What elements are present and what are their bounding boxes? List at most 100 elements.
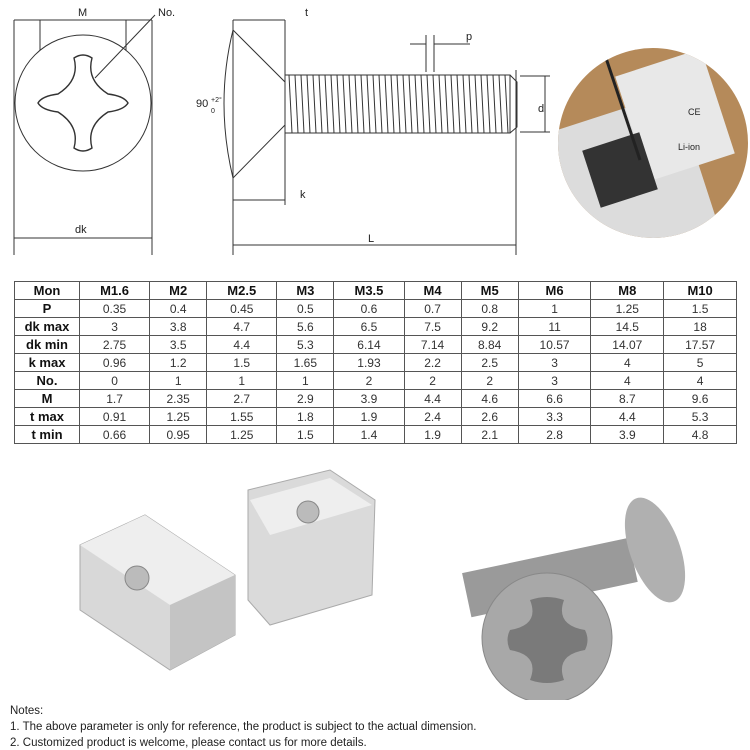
countersunk-screws-photo xyxy=(462,497,686,700)
table-cell: 4.7 xyxy=(206,317,278,336)
row-label: t min xyxy=(14,425,80,444)
table-cell: 5.3 xyxy=(276,335,335,354)
table-cell: 2 xyxy=(403,371,462,390)
table-cell: 4.4 xyxy=(590,407,665,426)
table-cell: 3.9 xyxy=(590,425,665,444)
thread-line xyxy=(300,74,305,134)
label-angle-tol-lower: 0 xyxy=(211,108,215,115)
thread-line xyxy=(372,74,377,134)
thread-line xyxy=(498,74,503,134)
notes-title: Notes: xyxy=(10,705,44,717)
table-cell: 3.9 xyxy=(333,389,405,408)
column-header: M3.5 xyxy=(333,281,405,300)
thread-line xyxy=(504,74,509,134)
table-cell: 1.8 xyxy=(276,407,335,426)
table-cell: 1.55 xyxy=(206,407,278,426)
thread-line xyxy=(468,74,473,134)
column-header: M5 xyxy=(460,281,519,300)
table-cell: 1.9 xyxy=(333,407,405,426)
table-cell: 0.96 xyxy=(78,353,151,372)
table-cell: 1.25 xyxy=(149,407,208,426)
table-cell: 4 xyxy=(590,371,665,390)
table-cell: 1.5 xyxy=(206,353,278,372)
table-cell: 1.5 xyxy=(276,425,335,444)
aluminum-slider-photo-left xyxy=(79,514,236,671)
phone-repair-photo: CE Li-ion xyxy=(558,48,748,238)
table-cell: 8.84 xyxy=(460,335,519,354)
table-cell: 7.14 xyxy=(403,335,462,354)
table-cell: 2.5 xyxy=(460,353,519,372)
battery-label: Li-ion xyxy=(678,142,700,152)
screw-head-top-view xyxy=(13,14,156,255)
label-p: p xyxy=(466,31,472,43)
column-header: M8 xyxy=(590,281,665,300)
label-t: t xyxy=(305,7,308,19)
table-cell: 2 xyxy=(460,371,519,390)
thread-line xyxy=(294,74,299,134)
thread-line xyxy=(420,74,425,134)
note-line-1: 1. The above parameter is only for refer… xyxy=(10,721,477,733)
table-cell: 1.7 xyxy=(78,389,151,408)
ce-mark: CE xyxy=(688,107,701,117)
notes-section: Notes: 1. The above parameter is only fo… xyxy=(10,703,476,750)
thread-line xyxy=(324,74,329,134)
column-header: M1.6 xyxy=(78,281,151,300)
thread-line xyxy=(396,74,401,134)
table-cell: 0 xyxy=(78,371,151,390)
screw-side-view xyxy=(223,19,550,255)
table-cell: 0.35 xyxy=(78,299,151,318)
row-label: dk max xyxy=(14,317,80,336)
label-k: k xyxy=(300,189,306,201)
thread-line xyxy=(384,74,389,134)
table-cell: 11 xyxy=(517,317,592,336)
thread-line xyxy=(354,74,359,134)
row-label: t max xyxy=(14,407,80,426)
table-cell: 1.9 xyxy=(403,425,462,444)
thread-line xyxy=(336,74,341,134)
table-cell: 1.4 xyxy=(333,425,405,444)
table-cell: 2.35 xyxy=(149,389,208,408)
table-cell: 14.07 xyxy=(590,335,665,354)
table-cell: 2.75 xyxy=(78,335,151,354)
table-cell: 2.8 xyxy=(517,425,592,444)
table-cell: 0.91 xyxy=(78,407,151,426)
column-header: M2.5 xyxy=(206,281,278,300)
column-header: Mon xyxy=(14,281,80,300)
table-cell: 2.9 xyxy=(276,389,335,408)
row-label: No. xyxy=(14,371,80,390)
product-photos xyxy=(79,469,686,700)
table-cell: 9.2 xyxy=(460,317,519,336)
table-cell: 1.2 xyxy=(149,353,208,372)
table-cell: 9.6 xyxy=(663,389,737,408)
table-cell: 3.8 xyxy=(149,317,208,336)
table-cell: 1 xyxy=(276,371,335,390)
thread-line xyxy=(288,74,293,134)
thread-line xyxy=(342,74,347,134)
table-cell: 3 xyxy=(517,371,592,390)
thread-line xyxy=(414,74,419,134)
thread-line xyxy=(432,74,437,134)
thread-line xyxy=(366,74,371,134)
table-cell: 10.57 xyxy=(517,335,592,354)
table-cell: 14.5 xyxy=(590,317,665,336)
table-cell: 1.93 xyxy=(333,353,405,372)
thread-line xyxy=(492,74,497,134)
table-cell: 1.25 xyxy=(590,299,665,318)
label-angle: 90 xyxy=(196,98,208,110)
table-cell: 7.5 xyxy=(403,317,462,336)
thread-line xyxy=(450,74,455,134)
table-cell: 1.25 xyxy=(206,425,278,444)
table-cell: 4.4 xyxy=(206,335,278,354)
thread-line xyxy=(438,74,443,134)
table-cell: 1 xyxy=(206,371,278,390)
label-dk: dk xyxy=(75,224,87,236)
table-cell: 2.7 xyxy=(206,389,278,408)
label-L: L xyxy=(368,233,374,245)
column-header: M2 xyxy=(149,281,208,300)
